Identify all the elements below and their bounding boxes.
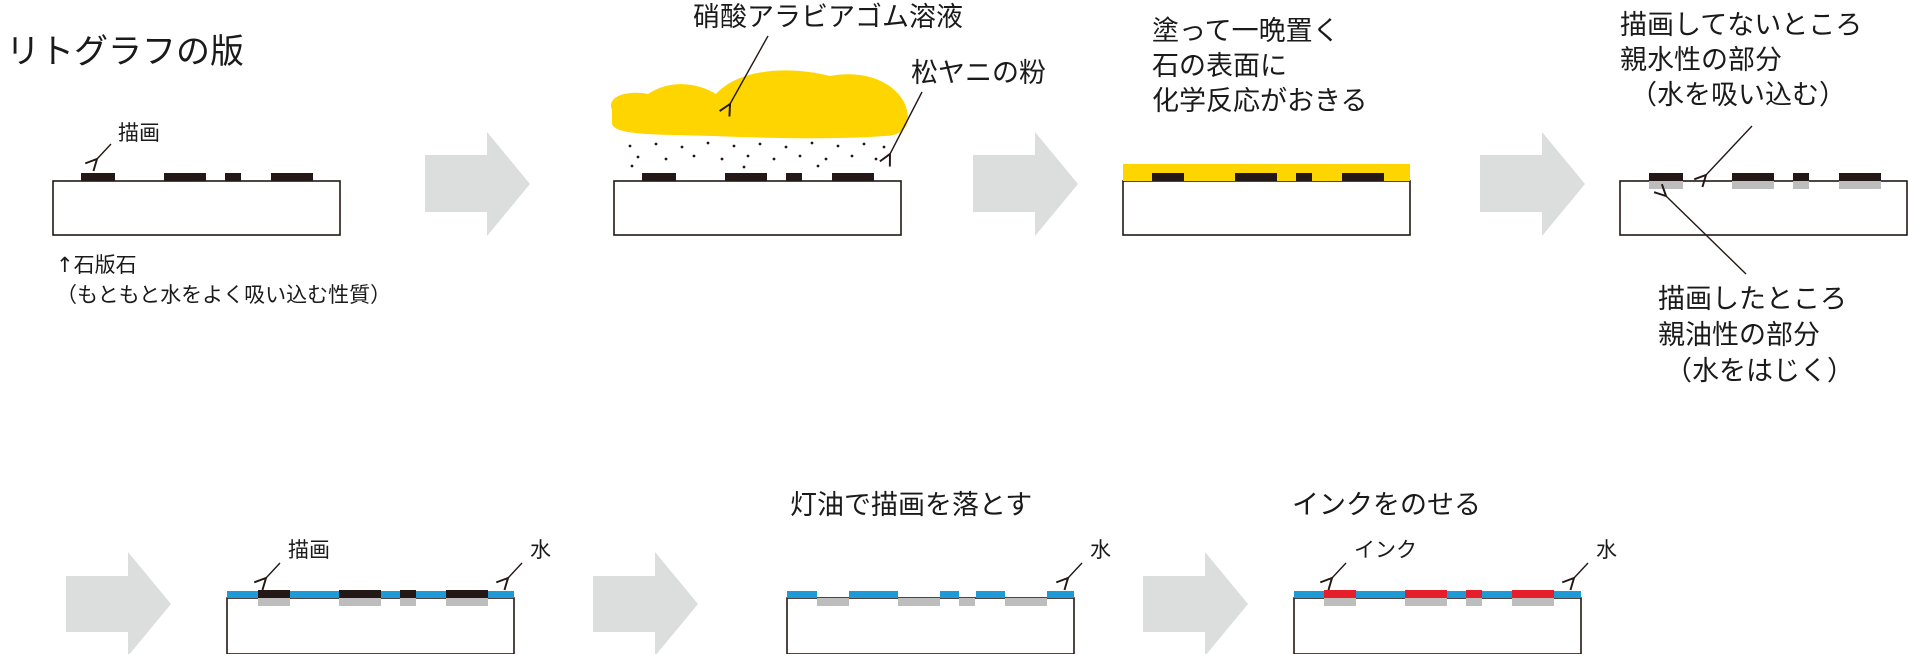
pointer-arrow	[890, 91, 923, 154]
process-arrow-1	[425, 132, 530, 236]
water-segment	[976, 591, 1005, 598]
oil-area	[817, 598, 849, 606]
oil-area	[446, 598, 488, 606]
drawing-mark	[339, 590, 381, 598]
pointer-arrow	[97, 143, 112, 159]
oil-area	[1839, 181, 1881, 189]
process-arrow-3	[1480, 132, 1585, 236]
gum-arabic-blob	[610, 70, 908, 139]
water-segment	[787, 591, 817, 598]
drawing-mark	[271, 173, 313, 181]
rosin-powder	[628, 141, 886, 169]
pointer-arrow	[1666, 196, 1747, 275]
ink-mark	[1324, 590, 1356, 598]
drawn-area-line1: 描画したところ	[1658, 284, 1847, 315]
step7-title: インクをのせる	[1292, 490, 1481, 521]
drawing-mark	[1732, 173, 1774, 181]
ink-mark	[1512, 590, 1554, 598]
water-label: 水	[1596, 538, 1617, 562]
stone-property-label: （もともと水をよく吸い込む性質）	[56, 283, 392, 307]
stage-1-stone	[52, 143, 341, 236]
oil-area	[1793, 181, 1809, 189]
drawing-mark	[225, 173, 241, 181]
drawing-mark	[786, 173, 802, 181]
gum-arabic-label: 硝酸アラビアゴム溶液	[693, 2, 963, 33]
oil-area	[1732, 181, 1774, 189]
oil-area	[1649, 181, 1683, 189]
oil-area	[1466, 598, 1482, 606]
drawing-mark	[642, 173, 676, 181]
step6-title: 灯油で描画を落とす	[790, 490, 1033, 521]
oil-area	[1005, 598, 1047, 606]
drawing-mark	[1296, 173, 1312, 181]
pointer-arrow	[1332, 562, 1347, 578]
ink-mark	[1466, 590, 1482, 598]
drawing-mark	[1152, 173, 1184, 181]
step3-text-line2: 石の表面に	[1152, 51, 1287, 82]
stage-5-stone	[226, 562, 523, 654]
oil-area	[1324, 598, 1356, 606]
pointer-arrow	[266, 562, 281, 578]
drawing-label: 描画	[288, 538, 330, 562]
process-arrow-5	[593, 552, 698, 654]
oil-area	[400, 598, 416, 606]
stage-4-stone	[1619, 125, 1908, 275]
step3-text-line3: 化学反応がおきる	[1152, 86, 1368, 117]
process-arrow-2	[973, 132, 1078, 236]
stage-3-stone	[1122, 164, 1411, 236]
process-arrow-4	[66, 552, 171, 654]
pointer-arrow	[1068, 562, 1083, 578]
water-segment	[849, 591, 898, 598]
stone-label: ↑石版石	[56, 253, 137, 277]
stage-6-stone	[786, 562, 1083, 654]
drawing-mark	[446, 590, 488, 598]
oil-area	[959, 598, 975, 606]
oil-area	[258, 598, 290, 606]
water-label: 水	[530, 538, 551, 562]
drawing-mark	[1793, 173, 1809, 181]
process-arrow-6	[1143, 552, 1248, 654]
oil-area	[339, 598, 381, 606]
oil-area	[898, 598, 940, 606]
drawing-mark	[725, 173, 767, 181]
undrawn-area-line1: 描画してないところ	[1620, 10, 1863, 41]
drawing-mark	[1342, 173, 1384, 181]
undrawn-area-line3: （水を吸い込む）	[1630, 80, 1846, 111]
pointer-arrow	[1706, 125, 1753, 175]
stage-7-stone	[1293, 562, 1589, 654]
drawn-area-line3: （水をはじく）	[1665, 356, 1854, 387]
drawing-label: 描画	[118, 121, 160, 145]
drawn-area-line2: 親油性の部分	[1658, 320, 1820, 351]
pointer-arrow	[1574, 562, 1589, 578]
rosin-powder-label: 松ヤニの粉	[911, 58, 1046, 89]
drawing-mark	[1649, 173, 1683, 181]
stage-2-stone	[610, 35, 923, 236]
drawing-mark	[258, 590, 290, 598]
oil-area	[1512, 598, 1554, 606]
step3-text-line1: 塗って一晩置く	[1152, 16, 1340, 47]
gum-coating	[1123, 164, 1410, 181]
water-label: 水	[1090, 538, 1111, 562]
undrawn-area-line2: 親水性の部分	[1620, 45, 1782, 76]
drawing-mark	[400, 590, 416, 598]
oil-area	[1405, 598, 1447, 606]
ink-label: インク	[1354, 538, 1417, 562]
pointer-arrow	[730, 35, 769, 104]
pointer-arrow	[508, 562, 523, 578]
diagram-title: リトグラフの版	[6, 32, 244, 72]
water-segment	[940, 591, 959, 598]
drawing-mark	[164, 173, 206, 181]
drawing-mark	[1839, 173, 1881, 181]
water-segment	[1047, 591, 1074, 598]
ink-mark	[1405, 590, 1447, 598]
drawing-mark	[832, 173, 874, 181]
drawing-mark	[81, 173, 115, 181]
drawing-mark	[1235, 173, 1277, 181]
